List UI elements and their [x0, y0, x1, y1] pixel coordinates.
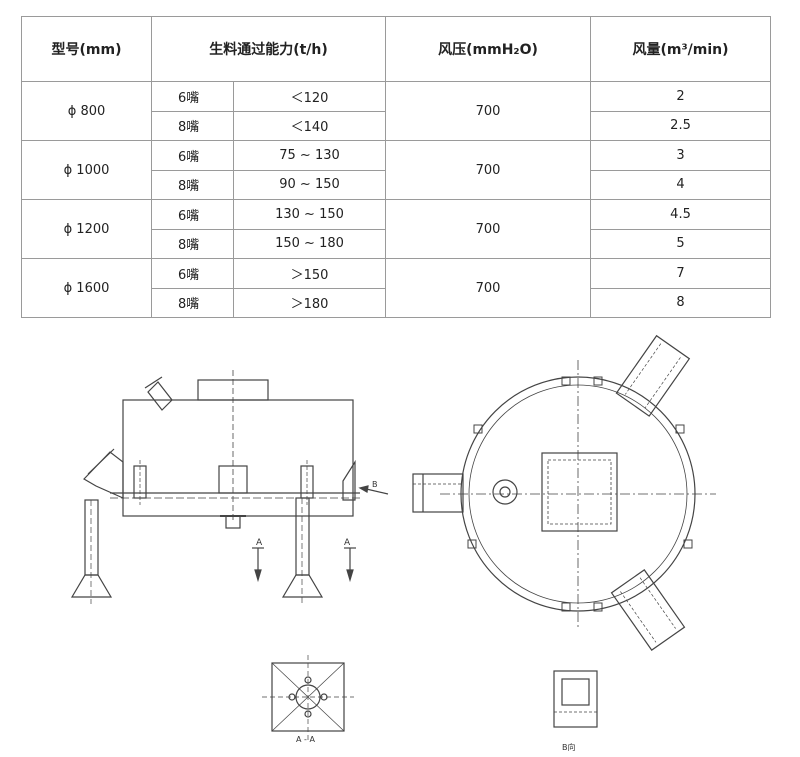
header-airflow: 风量(m³/min) — [590, 16, 772, 82]
table-row: ϕ 1200 6嘴 130 ~ 150 700 4.5 — [21, 199, 772, 259]
nozzle-cell: 6嘴 — [151, 199, 234, 230]
airflow-cell: 3 — [590, 140, 772, 171]
capacity-cell: 150 ~ 180 — [232, 228, 387, 259]
model-cell: ϕ 800 — [21, 81, 152, 141]
spec-table: 型号(mm) 生料通过能力(t/h) 风压(mmH₂O) 风量(m³/min) … — [21, 16, 772, 318]
central-inlet — [541, 452, 618, 532]
airflow-cell: 8 — [590, 287, 772, 318]
plan-lower-right-chute — [610, 569, 686, 651]
plan-view — [412, 334, 716, 651]
airflow-cell: 2.5 — [590, 110, 772, 141]
nozzle-cell: 6嘴 — [151, 140, 234, 171]
pressure-cell: 700 — [385, 258, 592, 318]
table-row: ϕ 800 6嘴 ＜120 700 2 — [21, 81, 772, 141]
table-row: ϕ 1000 6嘴 75 ~ 130 700 3 — [21, 140, 772, 200]
rim-lugs — [467, 376, 693, 612]
view-arrow-b — [358, 485, 389, 495]
view-b — [553, 670, 598, 728]
support-leg-left — [70, 499, 113, 604]
table-row: ϕ 1600 6嘴 ＞150 700 7 — [21, 258, 772, 318]
capacity-cell: 130 ~ 150 — [232, 199, 387, 230]
vessel-body — [122, 399, 354, 517]
nozzle-cell: 8嘴 — [151, 228, 234, 259]
airflow-cell: 2 — [590, 81, 772, 112]
capacity-cell: ＞150 — [232, 258, 387, 289]
section-arrow-a-left — [252, 547, 264, 583]
nozzle-cell: 8嘴 — [151, 169, 234, 200]
label-view-b: B向 — [562, 742, 576, 752]
pressure-cell: 700 — [385, 81, 592, 141]
table-row: 8嘴 150 ~ 180 5 — [22, 228, 772, 259]
capacity-cell: ＞180 — [232, 287, 387, 318]
nozzle-center — [218, 465, 248, 494]
inclined-inlet-pipe — [147, 381, 173, 411]
table-row: 8嘴 ＞180 8 — [22, 287, 772, 318]
support-leg-right — [281, 497, 324, 604]
section-arrow-a-right — [344, 547, 356, 583]
section-aa-view — [262, 655, 354, 740]
pressure-cell: 700 — [385, 199, 592, 259]
header-model: 型号(mm) — [21, 16, 152, 82]
plan-left-chute — [412, 473, 464, 513]
header-capacity: 生料通过能力(t/h) — [150, 16, 387, 82]
table-row: 8嘴 90 ~ 150 4 — [22, 169, 772, 200]
nozzle-cell: 6嘴 — [151, 258, 234, 289]
side-elevation-view — [70, 370, 389, 604]
nozzle-cell: 6嘴 — [151, 81, 234, 112]
airflow-cell: 4 — [590, 169, 772, 200]
table-row: 8嘴 ＜140 2.5 — [22, 110, 772, 141]
airflow-cell: 5 — [590, 228, 772, 259]
label-a-right: A — [344, 538, 351, 548]
label-b: B — [372, 480, 378, 489]
right-discharge-chute — [342, 459, 356, 501]
view-b-outer — [553, 670, 598, 728]
model-cell: ϕ 1000 — [21, 140, 152, 200]
table-header-row: 型号(mm) 生料通过能力(t/h) 风压(mmH₂O) 风量(m³/min) — [21, 16, 772, 82]
header-pressure: 风压(mmH₂O) — [385, 16, 592, 82]
label-view-aa: A - A — [296, 735, 315, 744]
model-cell: ϕ 1200 — [21, 199, 152, 259]
model-cell: ϕ 1600 — [21, 258, 152, 318]
engineering-drawing: A A B A - A B向 — [70, 334, 716, 752]
round-pipe — [492, 479, 518, 505]
label-a-left: A — [256, 538, 263, 548]
capacity-cell: ＜140 — [232, 110, 387, 141]
capacity-cell: ＜120 — [232, 81, 387, 112]
nozzle-cell: 8嘴 — [151, 110, 234, 141]
airflow-cell: 7 — [590, 258, 772, 289]
nozzle-cell: 8嘴 — [151, 287, 234, 318]
capacity-cell: 75 ~ 130 — [232, 140, 387, 171]
pressure-cell: 700 — [385, 140, 592, 200]
plan-upper-right-chute — [615, 334, 691, 417]
capacity-cell: 90 ~ 150 — [232, 169, 387, 200]
airflow-cell: 4.5 — [590, 199, 772, 230]
